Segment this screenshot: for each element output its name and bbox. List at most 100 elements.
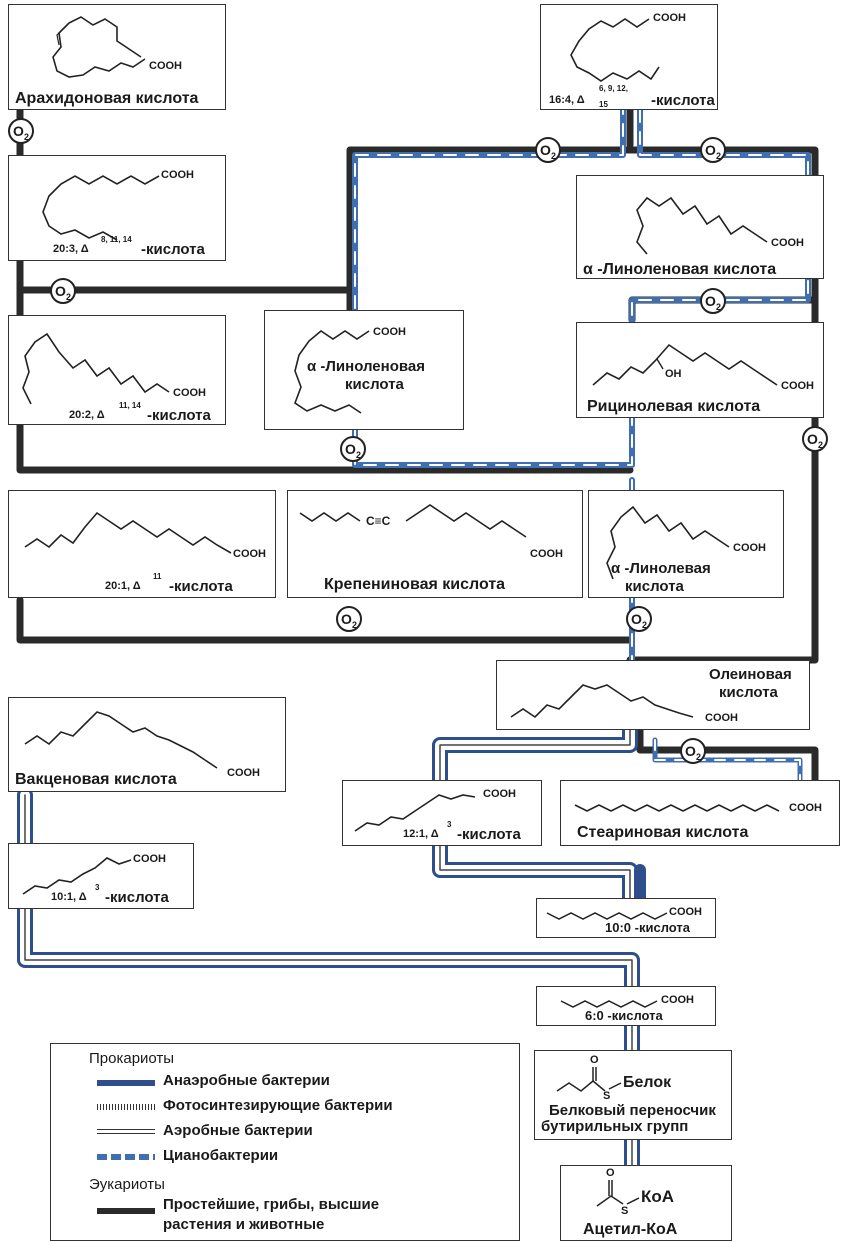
cooh-label: COOH xyxy=(653,12,686,24)
o2-marker: O2 xyxy=(680,738,706,764)
cooh-label: COOH xyxy=(373,326,406,338)
butyryl-acp-structure xyxy=(556,1067,622,1092)
oxygen-label: O xyxy=(606,1167,615,1179)
alpha-linolenic-mid-label-1: α -Линоленовая xyxy=(307,358,425,375)
acid-16-4-sub: 15 xyxy=(599,100,608,109)
o2-marker: O2 xyxy=(50,278,76,304)
oleic-label-1: Олеиновая xyxy=(709,666,792,683)
coa-label: КоА xyxy=(641,1187,675,1206)
cooh-label: COOH xyxy=(705,712,738,724)
acid-10-1-suffix: -кислота xyxy=(105,889,169,906)
alpha-linolenic-mid-box: COOH α -Линоленовая кислота xyxy=(264,310,464,430)
sulfur-label: S xyxy=(621,1205,629,1217)
euk-path-20-1 xyxy=(16,596,634,644)
alpha-linoleic-label-1: α -Линолевая xyxy=(611,560,711,577)
legend-anaerobic-swatch xyxy=(97,1079,155,1086)
oleic-structure xyxy=(510,684,694,719)
acid-12-1-box: COOH 12:1, Δ 3 -кислота xyxy=(342,780,542,846)
acid-16-4-box: COOH 16:4, Δ 6, 9, 12, 15 -кислота xyxy=(540,4,718,110)
legend-cyano-label: Цианобактерии xyxy=(163,1147,279,1164)
arachidonic-acid-box: COOH Арахидоновая кислота xyxy=(8,4,226,110)
stearic-box: COOH Стеариновая кислота xyxy=(560,780,840,846)
alpha-linolenic-right-structure xyxy=(636,196,768,255)
cooh-label: COOH xyxy=(149,60,182,72)
legend-eukaryotes-swatch xyxy=(97,1208,155,1214)
ricinoleic-box: OH COOH Рицинолевая кислота xyxy=(576,322,824,418)
cooh-label: COOH xyxy=(669,906,702,918)
acid-20-3-prefix: 20:3, Δ xyxy=(53,243,89,255)
cooh-label: COOH xyxy=(227,767,260,779)
stearic-structure xyxy=(574,804,780,812)
butyryl-label-1: Белковый переносчик xyxy=(549,1102,716,1119)
stearic-label: Стеариновая кислота xyxy=(577,824,749,841)
acid-6-0-label: 6:0 -кислота xyxy=(585,1008,663,1023)
alpha-linolenic-mid-structure xyxy=(294,330,370,414)
legend-photosynthetic-swatch xyxy=(97,1104,155,1110)
o2-marker: O2 xyxy=(626,606,652,632)
cooh-label: COOH xyxy=(530,548,563,560)
vaccenic-structure xyxy=(24,711,218,769)
o2-marker: O2 xyxy=(340,436,366,462)
acetyl-coa-box: O S КоА Ацетил-КоА xyxy=(560,1165,732,1241)
crepenynic-box: C≡C COOH Крепениновая кислота xyxy=(287,490,583,598)
alpha-linolenic-right-label: α -Линоленовая кислота xyxy=(583,261,777,278)
acid-6-0-structure xyxy=(560,1000,658,1008)
acid-12-1-structure xyxy=(354,794,476,832)
cooh-label: COOH xyxy=(789,802,822,814)
acetyl-coa-structure xyxy=(596,1180,640,1207)
cooh-label: COOH xyxy=(161,169,194,181)
o2-marker: O2 xyxy=(336,606,362,632)
acid-20-1-structure xyxy=(24,511,232,554)
alpha-linoleic-structure xyxy=(606,505,730,580)
vaccenic-label: Вакценовая кислота xyxy=(15,771,177,788)
acid-10-0-structure xyxy=(546,912,668,920)
legend: Прокариоты Анаэробные бактерии Фотосинте… xyxy=(50,1043,520,1241)
sulfur-label: S xyxy=(603,1090,611,1102)
legend-anaerobic-label: Анаэробные бактерии xyxy=(163,1072,330,1089)
oleic-label-2: кислота xyxy=(719,684,778,701)
crepenynic-structure xyxy=(299,504,527,538)
arachidonic-structure xyxy=(52,16,146,78)
cyano-path-top-r-dash xyxy=(639,109,809,176)
acid-20-3-sup: 8, 11, 14 xyxy=(101,235,132,244)
cooh-label: COOH xyxy=(233,548,266,560)
o2-marker: O2 xyxy=(8,118,34,144)
legend-eukaryotes-desc-2: растения и животные xyxy=(163,1216,325,1233)
cooh-label: COOH xyxy=(483,788,516,800)
acid-20-2-sup: 11, 14 xyxy=(119,401,141,410)
cooh-label: COOH xyxy=(771,237,804,249)
o2-marker: O2 xyxy=(700,137,726,163)
vaccenic-box: COOH Вакценовая кислота xyxy=(8,697,286,792)
alpha-linolenic-right-box: COOH α -Линоленовая кислота xyxy=(576,175,824,279)
acid-10-1-prefix: 10:1, Δ xyxy=(51,891,87,903)
acid-20-1-box: COOH 20:1, Δ 11 -кислота xyxy=(8,490,276,598)
euk-path-top xyxy=(346,146,819,334)
cooh-label: COOH xyxy=(661,994,694,1006)
alpha-linoleic-box: COOH α -Линолевая кислота xyxy=(588,490,784,598)
cyano-path-top-dash xyxy=(354,109,624,331)
acid-20-3-structure xyxy=(42,175,160,241)
o2-marker: O2 xyxy=(700,288,726,314)
cooh-label: COOH xyxy=(173,387,206,399)
acid-20-2-prefix: 20:2, Δ xyxy=(69,409,105,421)
acid-20-2-suffix: -кислота xyxy=(147,407,211,424)
oh-label: OH xyxy=(665,368,682,380)
oxygen-label: O xyxy=(590,1054,599,1066)
cooh-label: COOH xyxy=(733,542,766,554)
butyryl-acp-box: O S Белок Белковый переносчик бутирильны… xyxy=(534,1050,732,1140)
acid-6-0-box: COOH 6:0 -кислота xyxy=(536,986,716,1026)
legend-aerobic-label: Аэробные бактерии xyxy=(163,1122,313,1139)
alpha-linolenic-mid-label-2: кислота xyxy=(345,376,404,393)
cooh-label: COOH xyxy=(133,853,166,865)
acid-12-1-prefix: 12:1, Δ xyxy=(403,828,439,840)
acetyl-coa-label: Ацетил-КоА xyxy=(583,1221,678,1238)
cooh-label: COOH xyxy=(781,380,814,392)
ricinoleic-structure xyxy=(592,343,778,386)
acid-10-1-sup: 3 xyxy=(95,883,100,892)
arachidonic-label: Арахидоновая кислота xyxy=(15,90,199,107)
o2-marker: O2 xyxy=(802,426,828,452)
alpha-linoleic-label-2: кислота xyxy=(625,578,684,595)
o2-marker: O2 xyxy=(535,137,561,163)
ricinoleic-label: Рицинолевая кислота xyxy=(587,398,761,415)
butyryl-label-2: бутирильных групп xyxy=(541,1118,689,1135)
